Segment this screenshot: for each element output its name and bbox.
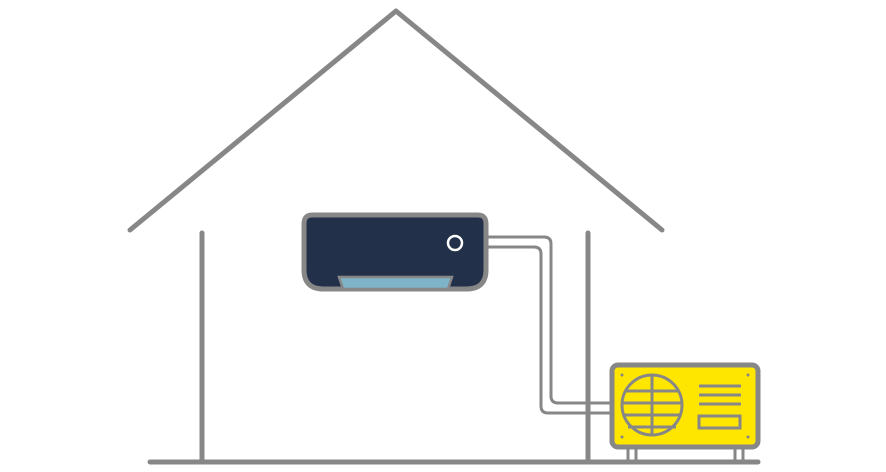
indoor-unit-vent: [337, 275, 454, 291]
outdoor-unit-panel-lines: [697, 384, 742, 430]
indoor-unit-indicator-icon: [446, 234, 464, 252]
outdoor-unit: [609, 362, 761, 460]
indoor-unit: [301, 212, 489, 292]
fan-grille-icon: [620, 373, 684, 437]
refrigerant-pipes-icon: [487, 235, 612, 415]
house-roof: [127, 8, 665, 233]
